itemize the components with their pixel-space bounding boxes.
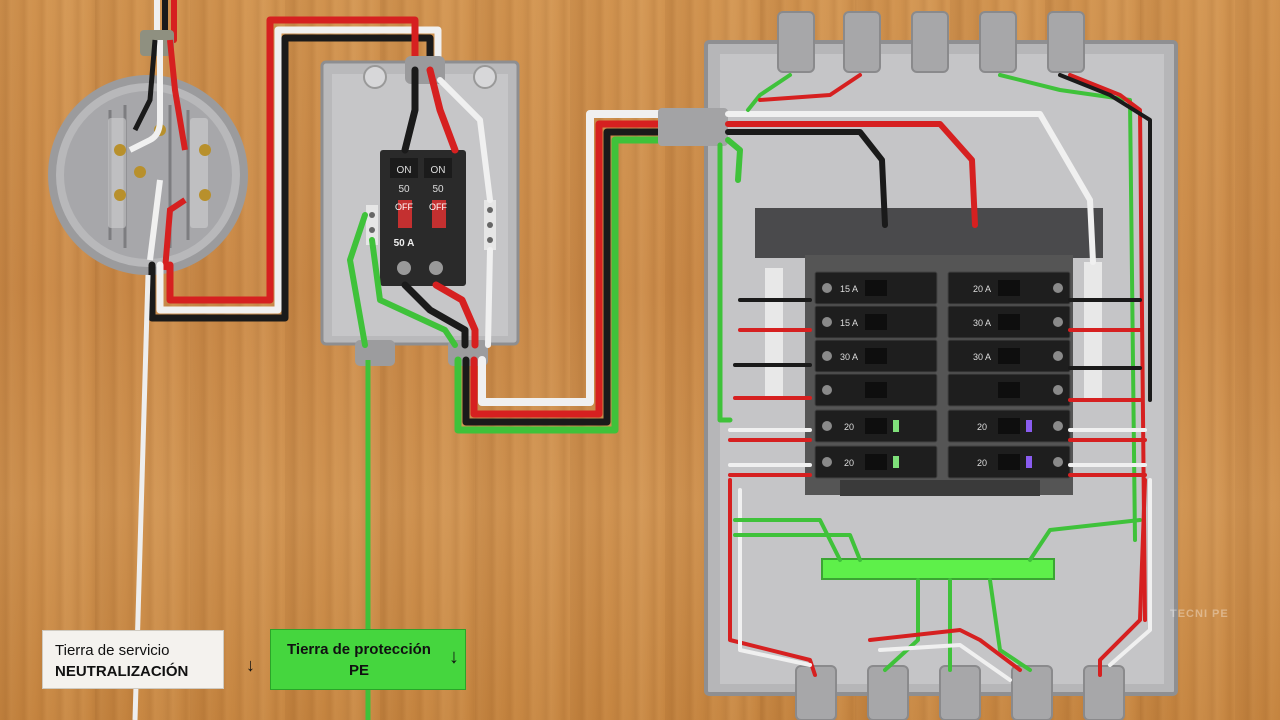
- terminal-screw-icon: [1053, 457, 1063, 467]
- breaker-toggle: [998, 280, 1020, 296]
- breaker-rating-label: 20: [977, 422, 987, 432]
- protection-ground-line1: Tierra de protección: [287, 641, 431, 658]
- terminal-screw-icon: [1053, 421, 1063, 431]
- watermark: TECNI PE: [1170, 608, 1229, 620]
- breaker-toggle: [865, 348, 887, 364]
- terminal-screw-icon: [822, 421, 832, 431]
- breaker-rating-label: 20: [844, 422, 854, 432]
- terminal-screw-icon: [1053, 317, 1063, 327]
- terminal-screw-icon: [1053, 385, 1063, 395]
- meter-base: [48, 30, 248, 275]
- breaker-toggle: [865, 280, 887, 296]
- breaker-rating-label: 30 A: [973, 318, 991, 328]
- breaker-toggle: [865, 418, 887, 434]
- service-ground-line1: Tierra de servicio: [55, 642, 170, 659]
- protection-ground-label: Tierra de protección PE ↓: [270, 629, 466, 690]
- down-arrow-icon: ↓: [246, 655, 255, 675]
- breaker-toggle: [865, 382, 887, 398]
- breaker-toggle: [998, 348, 1020, 364]
- breaker-rating-label: 20: [844, 458, 854, 468]
- terminal-screw-icon: [822, 457, 832, 467]
- terminal-screw-icon: [822, 385, 832, 395]
- service-ground-label: Tierra de servicio NEUTRALIZACIÓN ↓: [42, 630, 255, 689]
- feeder-wires: [454, 110, 694, 434]
- gfci-indicator-icon: [893, 420, 899, 432]
- terminal-screw-icon: [822, 351, 832, 361]
- down-arrow-icon: ↓: [449, 646, 459, 668]
- disconnect-wires: [347, 66, 493, 349]
- breaker-rating-label: 20: [977, 458, 987, 468]
- breaker-rating-label: 20 A: [973, 284, 991, 294]
- breaker-toggle: [998, 418, 1020, 434]
- breaker-toggle: [865, 454, 887, 470]
- terminal-screw-icon: [1053, 351, 1063, 361]
- breaker-rating-label: 30 A: [973, 352, 991, 362]
- ground-bar: [821, 558, 1055, 580]
- breaker-toggle: [998, 382, 1020, 398]
- breaker-toggle: [998, 314, 1020, 330]
- terminal-screw-icon: [822, 283, 832, 293]
- meter-to-disconnect-wires: [148, 16, 442, 322]
- protection-ground-line2: PE: [348, 662, 369, 679]
- panel-wires: [717, 73, 1152, 682]
- gfci-indicator-icon: [893, 456, 899, 468]
- service-ground-line2: NEUTRALIZACIÓN: [55, 663, 189, 680]
- gfci-indicator-icon: [1026, 456, 1032, 468]
- terminal-screw-icon: [1053, 283, 1063, 293]
- gfci-indicator-icon: [1026, 420, 1032, 432]
- breaker-rating-label: 30 A: [840, 352, 858, 362]
- breaker-rating-label: 15 A: [840, 318, 858, 328]
- breaker-rating-label: 15 A: [840, 284, 858, 294]
- breaker-toggle: [865, 314, 887, 330]
- breaker-array: 15 A 15 A 30 A 20 20 20 A 30 A 30 A 20 20: [814, 271, 1071, 479]
- breaker-toggle: [998, 454, 1020, 470]
- terminal-screw-icon: [822, 317, 832, 327]
- disconnect-box: [320, 56, 520, 366]
